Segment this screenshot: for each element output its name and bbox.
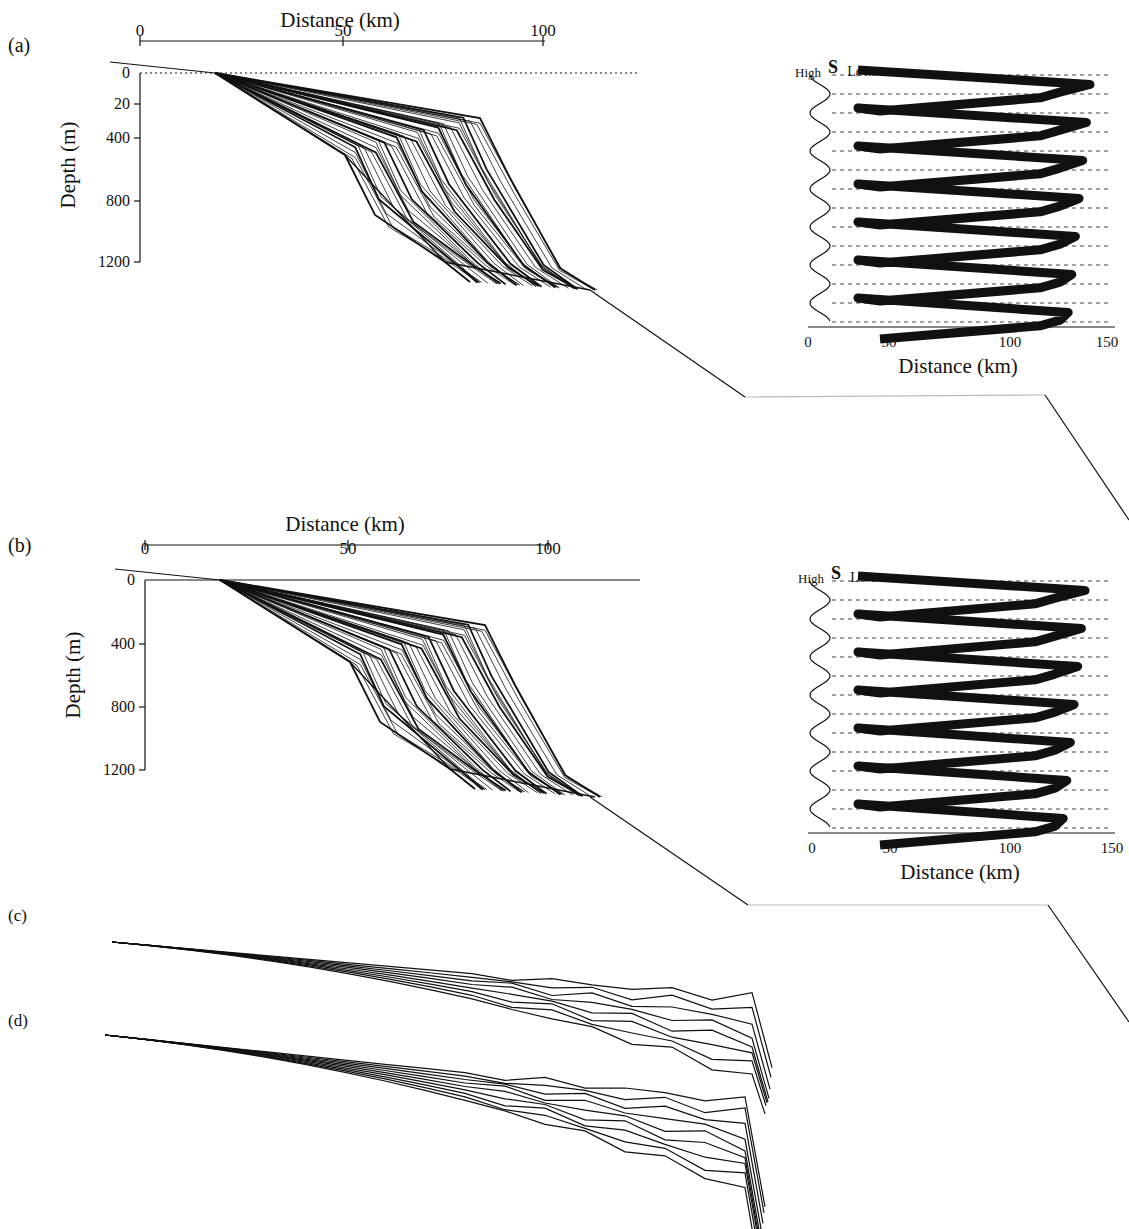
stratal-surface [112,942,768,1102]
cycle-line [832,676,1110,677]
stratal-surface [215,73,595,290]
stratal-surface [112,942,766,1106]
axis-label: 1200 [98,254,130,270]
axis-label: S [828,58,838,76]
axis-label: Distance (km) [900,862,1020,883]
sea-level-curve [810,581,830,827]
stratal-surface [220,580,522,792]
cycle-line [832,752,1110,753]
stratal-surface [220,580,538,793]
axis-label: (d) [8,1012,28,1029]
cycle-line [832,638,1110,639]
axis-label: 0 [122,65,130,81]
axis-label: 0 [804,335,812,350]
stratal-surface [215,73,597,290]
stratal-surface [215,73,536,287]
cycle-line [832,828,1110,829]
cycle-line [832,208,1110,209]
stratal-surface [215,73,536,286]
stratal-surface [105,1035,758,1229]
axis-label: 50 [335,22,352,39]
axis-label: 0 [141,540,150,557]
axis-label: 0 [127,572,135,588]
axis-label: Distance (km) [285,514,405,535]
facies-belt [858,576,1085,845]
axis-label: 50 [340,540,357,557]
stratal-surface [215,73,586,289]
axis-label: (a) [8,35,30,55]
stratal-surface [105,1035,757,1229]
stratal-surface [220,580,522,792]
axis-label: Distance (km) [898,356,1018,377]
stratal-surface [215,73,594,290]
stratal-surface [112,942,769,1098]
stratal-surface [215,73,517,285]
stratal-surface [215,73,533,286]
stratal-surface [105,1035,762,1229]
basement [220,580,595,797]
axis-label: 800 [111,699,135,715]
stratal-surface [215,73,578,289]
stratal-surface [215,73,578,289]
stratal-surface [105,1035,761,1229]
cycle-line [832,322,1110,323]
stratal-surface [215,73,517,285]
cycle-line [832,714,1110,715]
stratal-surface [105,1035,760,1229]
stratal-surface [220,580,583,796]
axis-label: 800 [106,193,130,209]
stratal-surface [105,1035,764,1213]
cycle-line [832,284,1110,285]
axis-label: S [831,564,841,582]
stratal-surface [220,580,591,796]
axis-label: 150 [1101,841,1124,856]
axis-label: Low [850,571,876,585]
axis-label: 100 [535,540,561,557]
axis-label: High [798,572,824,585]
sea-level-curve [810,75,830,321]
axis-label: 100 [999,335,1022,350]
axis-label: 100 [530,22,556,39]
axis-label: 400 [106,130,130,146]
stratal-surface [220,580,600,797]
stratal-surface [112,942,770,1089]
axis-label: 100 [999,841,1022,856]
cycle-line [832,600,1110,601]
axis-label: 0 [808,841,816,856]
stratal-surface [220,580,583,796]
axis-label: High [795,66,821,79]
axis-label: 400 [111,636,135,652]
axis-label: 50 [882,335,897,350]
axis-label: 50 [883,841,898,856]
axis-label: Depth (m) [58,122,79,209]
axis-label: Low [847,65,873,79]
stratal-surface [220,580,599,797]
axis-label: 1200 [103,762,135,778]
axis-label: Depth (m) [63,632,84,719]
axis-label: 20 [114,96,130,112]
stratal-surface [105,1035,763,1223]
axis-label: (c) [8,907,27,924]
facies-belt [858,70,1090,339]
basement [215,73,590,290]
stratal-surface [105,1035,765,1207]
stratal-surface [220,580,541,794]
cycle-line [832,790,1110,791]
cycle-line [832,246,1110,247]
stratal-surface [220,580,541,793]
stratal-surface [105,1035,759,1229]
axis-label: (b) [8,535,31,555]
stratal-surface [220,580,602,797]
stratal-surface [112,942,771,1077]
axis-label: 150 [1096,335,1119,350]
axis-label: 0 [136,22,145,39]
